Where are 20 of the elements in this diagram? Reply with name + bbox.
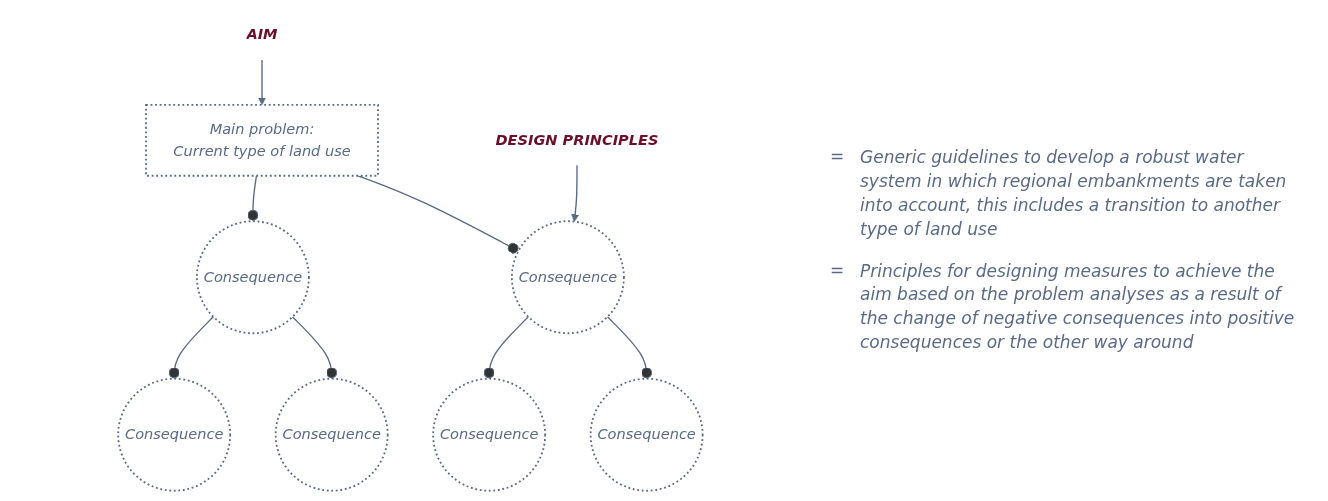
connector: [356, 175, 519, 254]
connector: [168, 316, 214, 380]
arrow: [257, 58, 266, 106]
equals-sign: =: [830, 146, 846, 169]
node-circle: Consequence: [274, 377, 389, 492]
connector: [247, 175, 258, 222]
definition-text: Principles for designing measures to achieve the aim based on the problem analyses as a result of the change of negative consequences into positive consequences or the other way around: [860, 259, 1296, 354]
node-text: DESIGN PRINCIPLES: [495, 131, 659, 149]
node-circle: Consequence: [195, 220, 310, 335]
equals-sign: =: [830, 259, 846, 282]
connector: [606, 316, 652, 380]
connector: [291, 316, 337, 380]
node-circle: Consequence: [431, 377, 546, 492]
node-circle: Consequence: [116, 377, 231, 492]
definition-text: Generic guidelines to develop a robust water system in which regional embankments are taken into account, this includes a transition to another type of land use: [860, 146, 1288, 241]
connector: [483, 316, 529, 380]
arrow: [570, 164, 579, 222]
node-circle: Consequence: [589, 377, 704, 492]
node-circle: Consequence: [510, 220, 625, 335]
node-box: Main problem: Current type of land use: [144, 103, 379, 177]
